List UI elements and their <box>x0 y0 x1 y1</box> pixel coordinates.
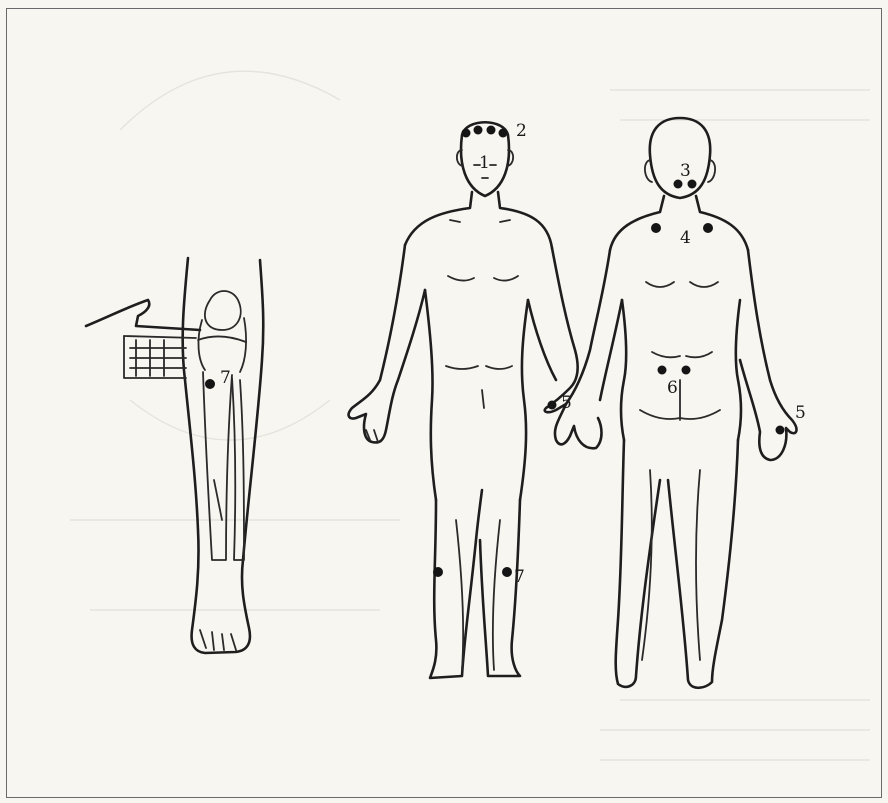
marker-2-dot <box>487 126 496 135</box>
marker-2-dot <box>499 129 508 138</box>
label-2: 2 <box>516 121 527 141</box>
marker-5-dot <box>548 401 557 410</box>
label-7-leg: 7 <box>220 368 231 388</box>
marker-6-dot <box>682 366 691 375</box>
label-1: 1 <box>479 153 490 173</box>
label-7-front: 7 <box>514 567 525 587</box>
label-4: 4 <box>680 228 691 248</box>
label-6: 6 <box>667 378 678 398</box>
back-view-figure <box>555 118 797 688</box>
marker-4-dot <box>703 223 713 233</box>
marker-7-dot <box>502 567 512 577</box>
label-5-back: 5 <box>795 403 806 423</box>
marker-2-dot <box>462 129 471 138</box>
marker-5-dot <box>776 426 785 435</box>
marker-7-dot <box>205 379 215 389</box>
marker-4-dot <box>651 223 661 233</box>
front-view-figure <box>349 122 578 678</box>
show-through-background <box>70 71 870 760</box>
marker-7-dot <box>433 567 443 577</box>
label-5-front: 5 <box>561 393 572 413</box>
label-3: 3 <box>680 161 691 181</box>
marker-6-dot <box>658 366 667 375</box>
leg-detail-illustration <box>86 258 263 653</box>
point-labels: 1 2 3 4 5 5 6 7 7 <box>220 121 806 587</box>
marker-2-dot <box>474 126 483 135</box>
